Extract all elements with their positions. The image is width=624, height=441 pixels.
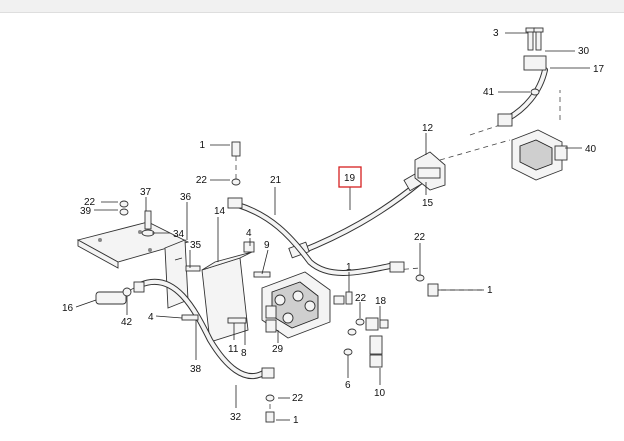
callout-10: 10 <box>374 388 386 399</box>
hose-32 <box>137 278 275 380</box>
callout-11: 11 <box>228 344 239 355</box>
hose-17 <box>497 55 548 127</box>
callout-16: 16 <box>62 303 74 314</box>
callout-18: 18 <box>375 296 387 307</box>
callout-39: 39 <box>80 206 92 217</box>
callout-4: 4 <box>246 228 252 239</box>
callout-1: 1 <box>293 415 299 426</box>
hardware-parts <box>95 88 540 423</box>
callout-14: 14 <box>214 206 226 217</box>
callout-1: 1 <box>199 140 205 151</box>
callout-30: 30 <box>578 46 590 57</box>
callout-22: 22 <box>84 197 96 208</box>
callout-19[interactable]: 19 <box>344 173 356 184</box>
callout-38: 38 <box>190 364 202 375</box>
callout-labels: 1 22 21 19 12 15 3 30 17 41 40 22 39 37 … <box>62 28 605 426</box>
callout-3: 3 <box>493 28 499 39</box>
callout-34: 34 <box>173 229 185 240</box>
pump-40 <box>511 129 568 181</box>
callout-1: 1 <box>487 285 493 296</box>
callout-21: 21 <box>270 175 282 186</box>
callout-36: 36 <box>180 192 192 203</box>
callout-8: 8 <box>241 348 247 359</box>
callout-32: 32 <box>230 412 242 423</box>
callout-40: 40 <box>585 144 597 155</box>
callout-22: 22 <box>196 175 208 186</box>
callout-17: 17 <box>593 64 605 75</box>
callout-22: 22 <box>355 293 367 304</box>
bolts-3-30 <box>525 27 544 51</box>
top-bar <box>0 0 624 13</box>
callout-6: 6 <box>345 380 351 391</box>
control-valve-29 <box>261 271 331 339</box>
valve-bracket-14 <box>201 251 253 343</box>
mounting-plate-34 <box>76 221 190 269</box>
callout-37: 37 <box>140 187 152 198</box>
callout-15: 15 <box>422 198 434 209</box>
hose-21 <box>227 197 405 276</box>
callout-22: 22 <box>292 393 304 404</box>
callout-4: 4 <box>148 312 154 323</box>
hose-19 <box>288 164 437 259</box>
leader-lines <box>75 32 590 421</box>
fitting-12-15 <box>414 151 446 191</box>
callout-12: 12 <box>422 123 434 134</box>
callout-1: 1 <box>346 262 352 273</box>
callout-35: 35 <box>190 240 202 251</box>
callout-9: 9 <box>264 240 270 251</box>
callout-41: 41 <box>483 87 495 98</box>
highlight-box-19 <box>338 166 362 188</box>
callout-22: 22 <box>414 232 426 243</box>
callout-29: 29 <box>272 344 284 355</box>
callout-42: 42 <box>121 317 133 328</box>
